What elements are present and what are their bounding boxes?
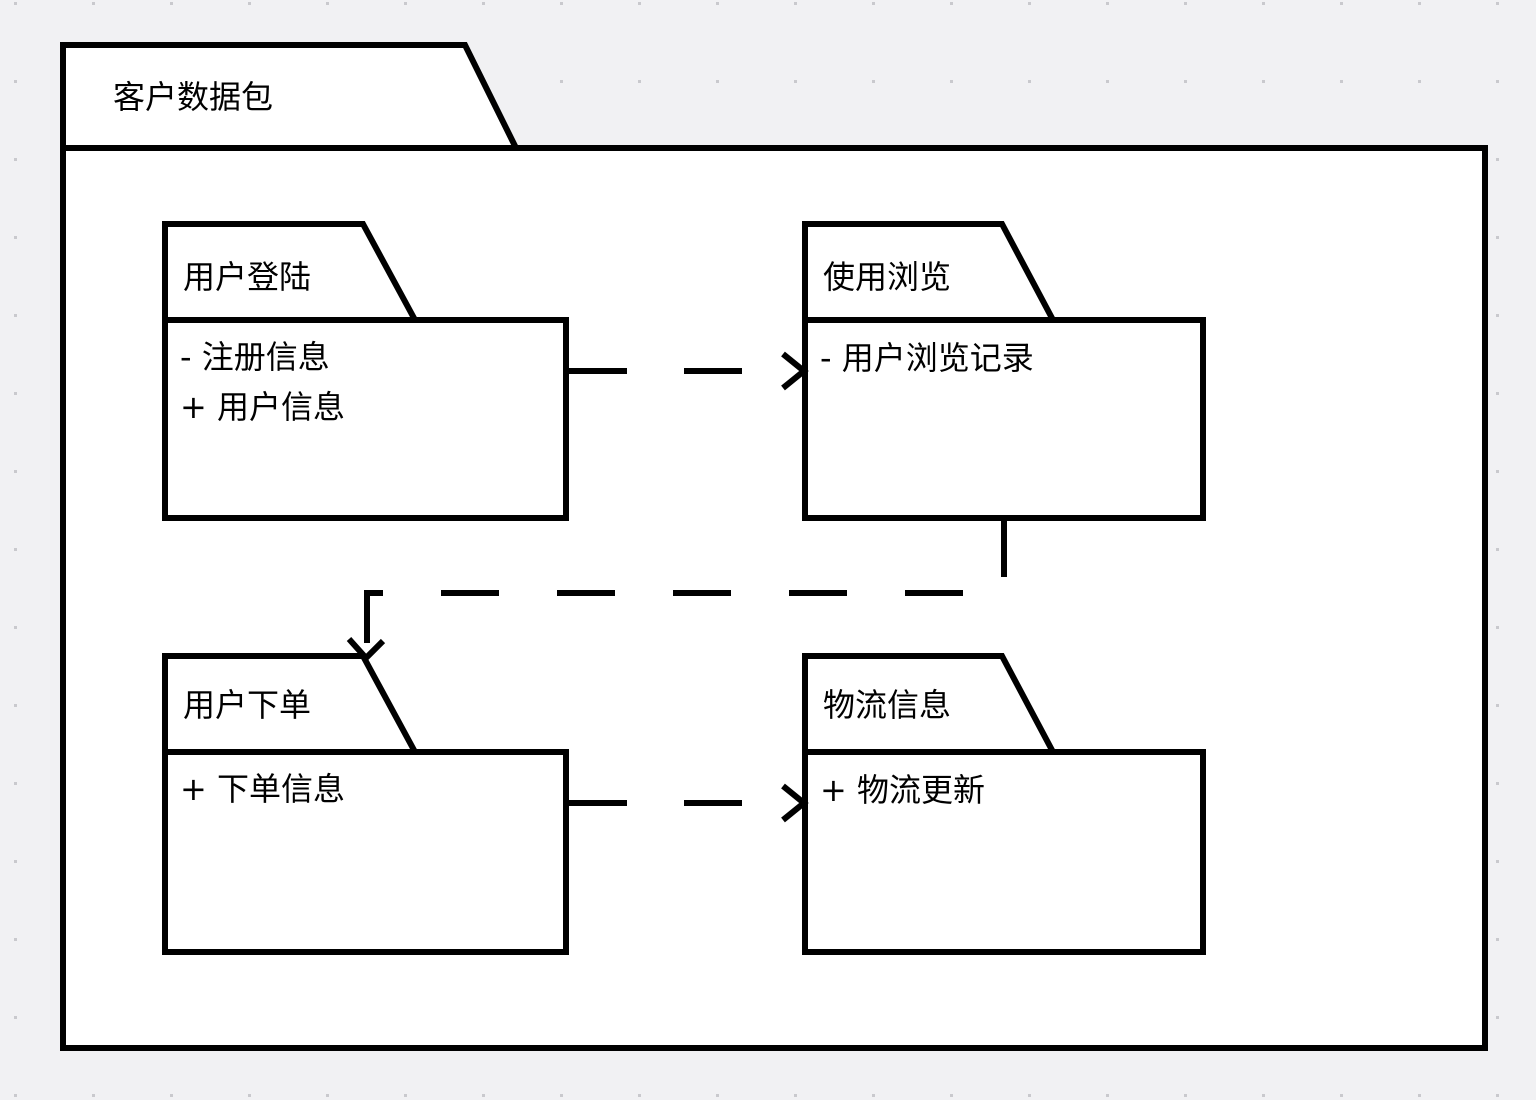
open-arrowhead-icon bbox=[346, 636, 386, 663]
package-label: 客户数据包 bbox=[113, 78, 273, 116]
package-item: + 下单信息 bbox=[180, 770, 345, 808]
package-body[interactable] bbox=[802, 317, 1206, 521]
package-label: 用户下单 bbox=[183, 686, 311, 724]
package-user-order[interactable]: 用户下单 + 下单信息 bbox=[162, 653, 569, 955]
open-arrowhead-icon bbox=[781, 783, 809, 823]
connector-order-to-logistics[interactable] bbox=[569, 783, 809, 823]
package-label: 物流信息 bbox=[823, 686, 951, 724]
package-body[interactable] bbox=[162, 317, 569, 521]
package-body[interactable] bbox=[162, 749, 569, 955]
connector-browse-to-order[interactable] bbox=[346, 521, 1007, 663]
package-label: 用户登陆 bbox=[183, 258, 311, 296]
package-usage-browse[interactable]: 使用浏览 - 用户浏览记录 bbox=[802, 221, 1206, 521]
package-logistics[interactable]: 物流信息 + 物流更新 bbox=[802, 653, 1206, 955]
connector-login-to-browse[interactable] bbox=[569, 351, 809, 391]
package-body[interactable] bbox=[802, 749, 1206, 955]
package-item: + 物流更新 bbox=[820, 771, 985, 809]
package-label: 使用浏览 bbox=[823, 258, 951, 296]
package-item: - 注册信息 bbox=[180, 338, 330, 376]
open-arrowhead-icon bbox=[781, 351, 809, 391]
package-item: + 用户信息 bbox=[180, 388, 345, 426]
connector-line[interactable] bbox=[364, 590, 383, 643]
package-item: - 用户浏览记录 bbox=[820, 339, 1034, 377]
package-user-login[interactable]: 用户登陆 - 注册信息 + 用户信息 bbox=[162, 221, 569, 521]
